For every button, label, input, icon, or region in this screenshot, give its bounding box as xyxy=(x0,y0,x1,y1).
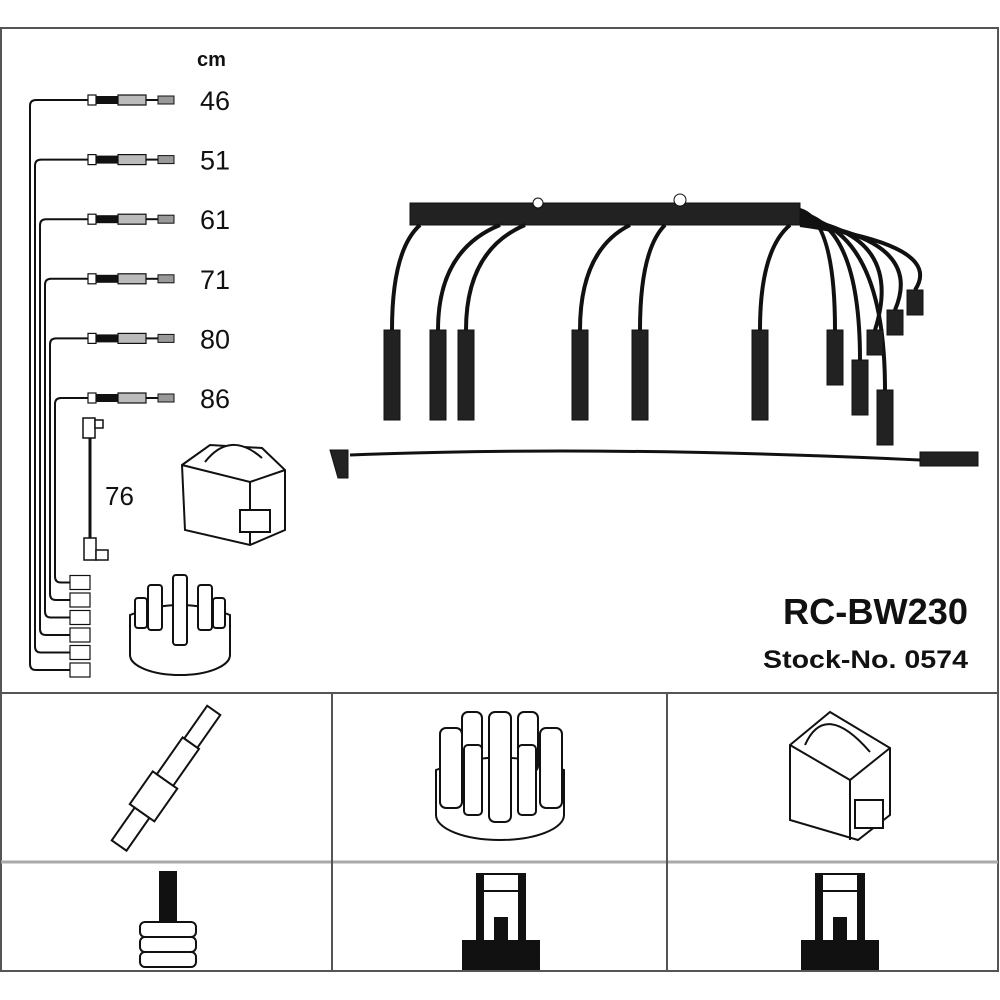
wire-length-item: 71 xyxy=(44,265,230,626)
unit-label: cm xyxy=(197,49,226,71)
spark-plug-icon xyxy=(110,704,222,853)
ignition-coil-large-icon xyxy=(789,710,891,842)
wire-length-label: 46 xyxy=(200,86,230,116)
spark-plug-wire-harness xyxy=(329,193,979,479)
wire-length-item: 86 xyxy=(54,384,230,591)
wire-length-list: 46 51 61 71 80 86 xyxy=(29,86,230,678)
plug-wire xyxy=(751,223,792,421)
plug-connector-type-icon xyxy=(139,871,197,968)
wire-length-label: 61 xyxy=(200,205,230,235)
coil-wire xyxy=(82,417,109,561)
wire-length-item: 46 xyxy=(29,86,230,678)
wire-length-label: 51 xyxy=(200,146,230,176)
wire-length-item: 61 xyxy=(39,205,230,643)
product-code: RC-BW230 xyxy=(783,591,968,632)
plug-wire xyxy=(631,223,667,421)
frame xyxy=(0,27,999,972)
coil-wire-length: 76 xyxy=(105,481,134,511)
plug-wire xyxy=(799,220,904,336)
stock-number: Stock-No. 0574 xyxy=(763,646,968,674)
plug-wire xyxy=(457,223,526,421)
distributor-cap-icon xyxy=(129,574,231,676)
wire-length-label: 71 xyxy=(200,265,230,295)
ignition-coil-icon xyxy=(180,443,286,547)
coil-connector-type-icon xyxy=(801,873,879,970)
wire-length-label: 80 xyxy=(200,324,230,354)
wire-length-item: 51 xyxy=(34,146,230,661)
plug-wire xyxy=(799,223,924,316)
wire-length-label: 86 xyxy=(200,384,230,414)
plug-wire xyxy=(571,223,631,421)
cap-connector-type-icon xyxy=(462,873,540,970)
distributor-cap-large-icon xyxy=(435,711,565,841)
plug-wire xyxy=(429,223,501,421)
wire-length-item: 80 xyxy=(49,324,230,608)
plug-wire xyxy=(383,223,422,421)
coil-lead xyxy=(329,449,979,479)
